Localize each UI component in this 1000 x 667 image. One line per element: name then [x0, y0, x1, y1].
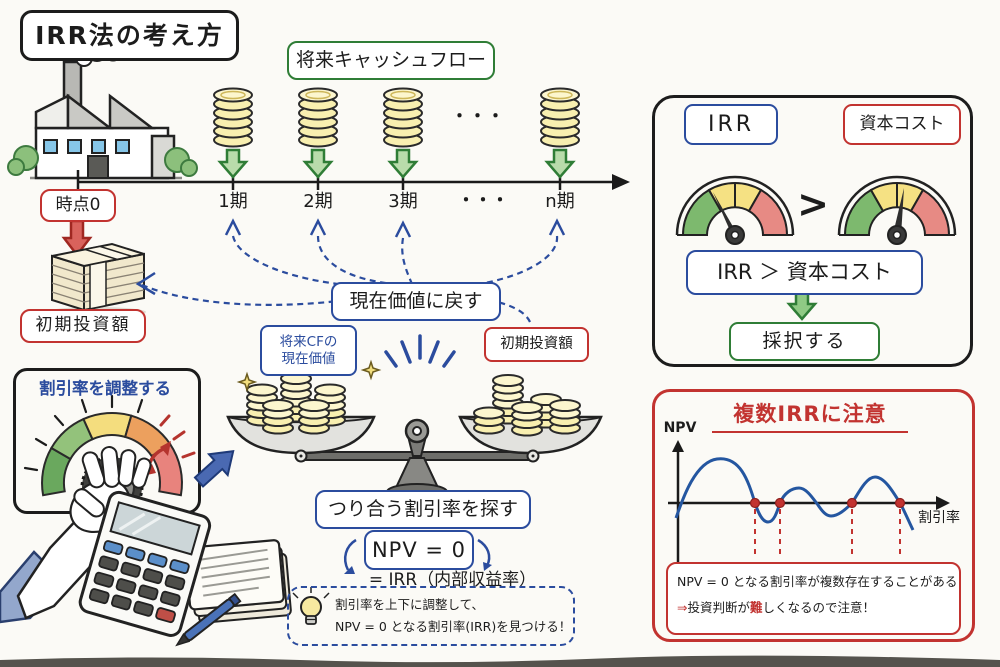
cashflow-coin-stacks [213, 87, 580, 148]
irr-label-box: IRR [684, 104, 778, 145]
npv-graph [668, 440, 950, 572]
warning-panel [652, 389, 975, 642]
tip-line1: 割引率を上下に調整して、 [335, 597, 485, 613]
note-line2-em: 難 [750, 600, 763, 616]
capital-cost-label-box: 資本コスト [843, 104, 961, 145]
discount-dial-gauge [41, 412, 183, 497]
restore-pv-label: 現在価値に戻す [331, 282, 501, 321]
note-line2-a: 投資判断が [687, 600, 750, 616]
adopt-arrow-icon [786, 290, 818, 321]
note-line2-b: しくなるので注意！ [762, 600, 876, 616]
find-rate-label: つり合う割引率を探す [315, 490, 531, 529]
pen-icon [175, 592, 242, 647]
npv-zero-label: NPV = 0 [364, 530, 474, 570]
emphasis-strokes [384, 334, 456, 368]
irr-gauge [675, 175, 795, 245]
cashflow-arrow-icons [217, 148, 576, 179]
x-axis-label: 割引率 [918, 510, 960, 527]
warning-title: 複数IRRに注意 [712, 397, 908, 433]
comparison-symbol: > [797, 182, 829, 227]
dial-tick-marks [23, 394, 144, 472]
initial-investment-label-left: 初期投資額 [20, 309, 146, 343]
period-label-3: 3期 [388, 190, 418, 212]
initial-investment-label-right: 初期投資額 [484, 327, 589, 362]
page-title: IRR法の考え方 [20, 10, 239, 61]
adjust-discount-label: 割引率を調整する [39, 378, 171, 398]
adopt-box: 採択する [729, 322, 880, 361]
ground-band [0, 655, 1000, 667]
future-cf-pv-line1: 将来CFの [279, 333, 338, 350]
calculator-icon [78, 490, 212, 637]
irr-definition-label: = IRR（内部収益率） [368, 570, 537, 591]
tree-icon [7, 145, 198, 177]
decision-panel [652, 95, 973, 367]
warning-note-line2: ⇒ 投資判断が 難 しくなるので注意！ [677, 598, 952, 618]
npv-side-arrows [344, 538, 492, 574]
warning-note-box: NPV = 0 となる割引率が複数存在することがある ⇒ 投資判断が 難 しくな… [666, 562, 961, 635]
money-bundle-icon [46, 242, 146, 317]
capital-cost-gauge [837, 175, 957, 245]
period-label-ellipsis: ・・・ [457, 191, 509, 212]
future-cashflow-label: 将来キャッシュフロー [287, 41, 495, 80]
period-label-n: n期 [545, 190, 575, 212]
note-arrow: ⇒ [677, 600, 688, 616]
dial-red-ticks [159, 414, 196, 459]
period-label-2: 2期 [303, 190, 333, 212]
tip-box: 割引率を上下に調整して、 NPV = 0 となる割引率(IRR)を見つける！ [287, 586, 575, 646]
notebook-icon [184, 539, 292, 624]
timeline-upper-ellipsis: ・・・ [451, 107, 505, 128]
npv-axis-label: NPV [663, 420, 697, 437]
tip-line2: NPV = 0 となる割引率(IRR)を見つける！ [335, 619, 572, 635]
condition-box: IRR ＞ 資本コスト [686, 250, 923, 295]
time0-arrow-icon [61, 219, 93, 258]
lightbulb-icon [292, 587, 330, 625]
future-cf-pv-line2: 現在価値 [281, 350, 336, 367]
time0-label: 時点0 [40, 189, 116, 222]
right-pan-coins [473, 375, 580, 436]
period-label-1: 1期 [218, 190, 248, 212]
warning-note-line1: NPV = 0 となる割引率が複数存在することがある [677, 574, 958, 590]
to-scale-arrow-icon [193, 450, 235, 488]
sparkle-icons [236, 359, 382, 393]
future-cf-pv-label: 将来CFの 現在価値 [260, 325, 357, 376]
